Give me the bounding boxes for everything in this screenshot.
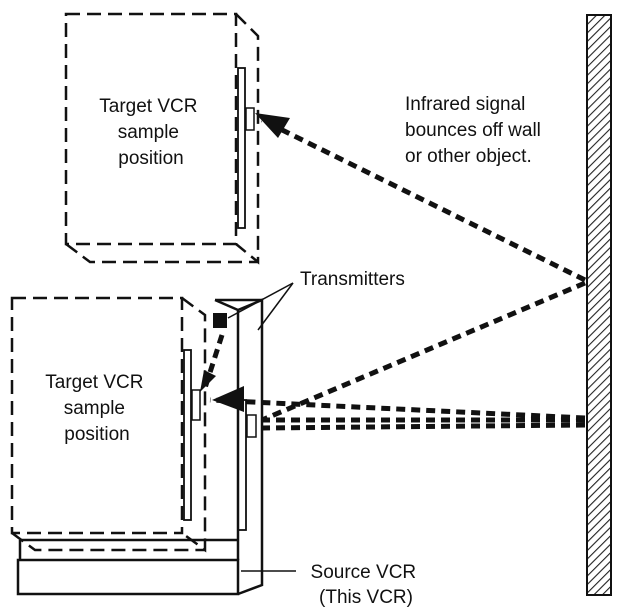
arrowheads bbox=[200, 113, 290, 412]
transmitters-label: Transmitters bbox=[300, 269, 405, 290]
transmitter-box bbox=[213, 313, 227, 328]
target-bottom-label: Target VCR sample position bbox=[45, 372, 148, 445]
infrared-label: Infrared signal bounces off wall or othe… bbox=[405, 94, 546, 167]
source-vcr bbox=[16, 298, 264, 596]
arrowhead-transmitter bbox=[200, 370, 216, 392]
source-vcr-label: Source VCR (This VCR) bbox=[311, 562, 422, 608]
arrowhead-top bbox=[255, 113, 290, 138]
arrowhead-bottom bbox=[212, 386, 244, 412]
leader-lines bbox=[227, 282, 296, 572]
target-vcr-bottom bbox=[10, 296, 207, 553]
target-top-label: Target VCR sample position bbox=[99, 96, 202, 169]
wall bbox=[586, 14, 612, 596]
target-vcr-top bbox=[64, 12, 260, 265]
